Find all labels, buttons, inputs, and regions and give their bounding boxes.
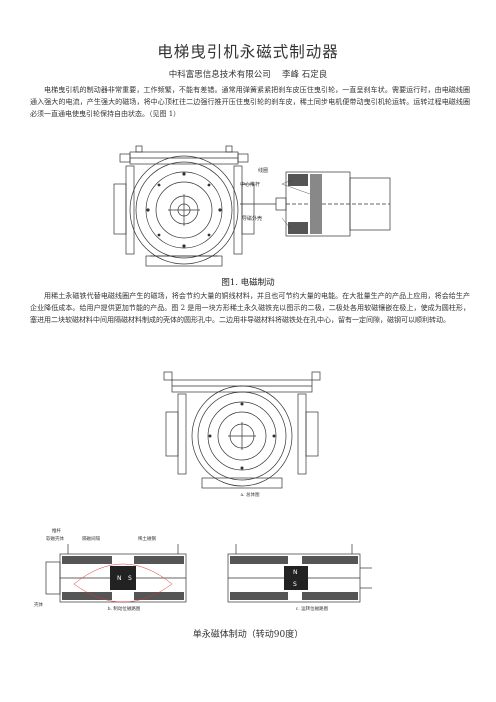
fig2b-label-magnet: 稀土磁钢 (138, 535, 156, 542)
fig2b-pole-s: S (128, 575, 132, 582)
figure-2b-caption: b. 制动位磁路图 (107, 607, 141, 612)
fig1-label-rod: 中心推杆 (240, 181, 260, 188)
fig2b-label-pushrod: 推杆 (52, 527, 61, 534)
figure-2b-drawing: N S 推杆 软磁壳体 隔磁间隔 稀土磁钢 壳体 (34, 527, 187, 608)
fig1-outer-ring (129, 155, 239, 265)
figure-2c-caption: c. 运转位磁路图 (295, 607, 329, 612)
figure-1-caption: 图1. 电磁制动 (221, 278, 275, 288)
fig1-label-coil: 线圈 (258, 167, 268, 174)
fig2b-label-isolation: 隔磁间隔 (82, 535, 100, 542)
paragraph-1: 电梯曳引机的制动器非常重要，工作频繁，不能有差错。通常用弹簧紧紧把刹车皮压住曳引… (30, 84, 470, 120)
figure-2a-caption: a. 总体图 (240, 493, 260, 498)
fig2c-pole-n: N (293, 569, 298, 576)
fig2b-pole-n: N (117, 575, 122, 582)
figure-2a-drawing (163, 371, 321, 489)
fig2c-pole-s: S (293, 581, 297, 588)
figure-2c-drawing: N S (227, 544, 372, 603)
fig2b-label-softshell: 软磁壳体 (46, 535, 64, 542)
fig2b-label-shellside: 壳体 (34, 601, 43, 608)
fig2c-magnet (284, 566, 308, 590)
authors-line: 中科富思信息技术有限公司 李峰 石定良 (168, 70, 328, 80)
fig2b-magnet (110, 566, 136, 590)
fig1-label-shell: 导磁外壳 (242, 215, 262, 222)
paragraph-2: 用稀土永磁铁代替电磁线圈产生的磁场，将会节约大量的铜线材料，并且也可节约大量的电… (30, 290, 470, 326)
bottom-caption: 单永磁体制动（转动90度） (192, 630, 304, 640)
figure-1-drawing: 线圈 中心推杆 导磁外壳 (113, 145, 391, 267)
paragraph-2-text: 用稀土永磁铁代替电磁线圈产生的磁场，将会节约大量的铜线材料，并且也可节约大量的电… (30, 292, 470, 324)
paragraph-1-text: 电梯曳引机的制动器非常重要，工作频繁，不能有差错。通常用弹簧紧紧把刹车皮压住曳引… (30, 86, 470, 118)
document-title: 电梯曳引机永磁式制动器 (157, 43, 339, 61)
